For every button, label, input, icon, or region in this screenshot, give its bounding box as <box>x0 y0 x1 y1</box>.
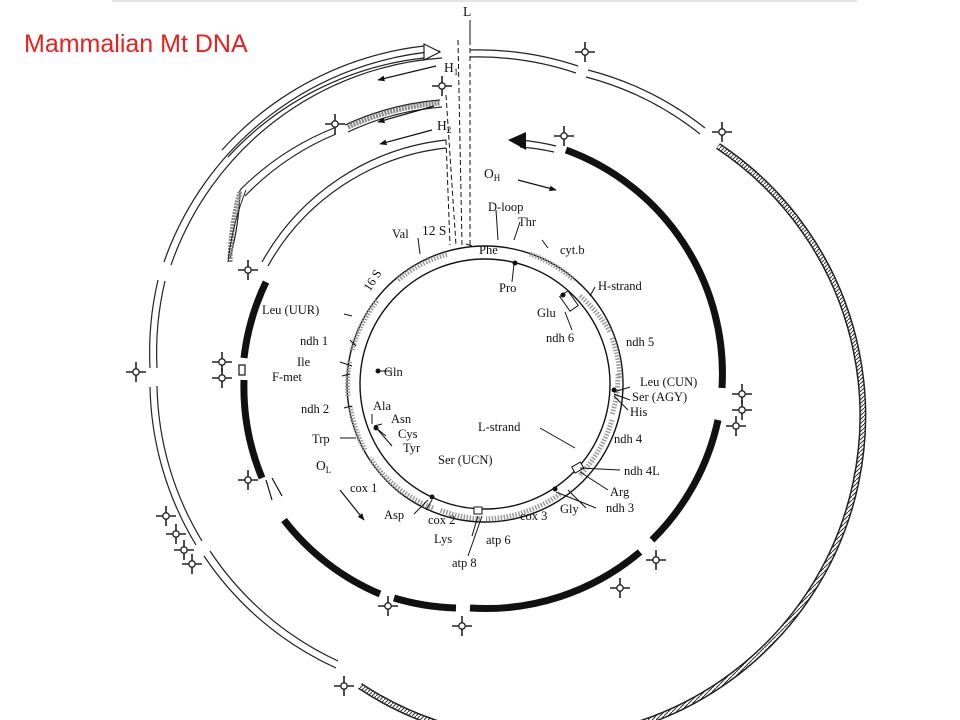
gene-blocks <box>345 251 623 522</box>
gene-lys: Lys <box>434 532 452 546</box>
gene-glu: Glu <box>537 306 557 320</box>
gene-12s: 12 S <box>422 223 446 238</box>
outer-transcript-ring <box>149 49 706 669</box>
gene-ndh6: ndh 6 <box>546 331 574 345</box>
gene-pro: Pro <box>499 281 516 295</box>
gene-ile: Ile <box>297 355 311 369</box>
gene-ndh4: ndh 4 <box>614 432 643 446</box>
gene-ser-ucn: Ser (UCN) <box>438 453 493 467</box>
gene-cox1: cox 1 <box>350 481 377 495</box>
marker-h2: H2 <box>437 118 451 135</box>
outer-arrow-head <box>423 43 442 61</box>
origin-dashed-lines <box>445 20 471 246</box>
h-strand-transcript-ring <box>240 146 726 613</box>
gene-16s: 16 S <box>361 267 385 294</box>
gene-ser-agy: Ser (AGY) <box>632 390 687 404</box>
gene-cys: Cys <box>398 427 418 441</box>
gene-val: Val <box>392 227 409 241</box>
gene-cox2: cox 2 <box>428 513 455 527</box>
gene-labels: D-loop Thr cyt.b Phe Pro Glu ndh 6 ndh 5… <box>262 200 697 570</box>
gene-leu-uur: Leu (UUR) <box>262 303 319 317</box>
marker-h1: H1 <box>444 60 458 77</box>
l-strand-label: L-strand <box>478 420 521 434</box>
top-rule <box>112 0 857 2</box>
gene-d-loop: D-loop <box>488 200 523 214</box>
gene-ndh5: ndh 5 <box>626 335 654 349</box>
gene-asp: Asp <box>384 508 404 522</box>
gene-leu-cun: Leu (CUN) <box>640 375 697 389</box>
gene-phe: Phe <box>479 243 498 257</box>
transcription-arrows <box>339 65 557 521</box>
gene-fmet: F-met <box>272 370 302 384</box>
gene-ndh2: ndh 2 <box>301 402 329 416</box>
gene-tyr: Tyr <box>403 441 421 455</box>
gene-ndh1: ndh 1 <box>300 334 328 348</box>
restriction-site-icons <box>125 41 753 697</box>
h-strand-label: H-strand <box>598 279 642 293</box>
marker-ol: OL <box>316 458 331 475</box>
gene-asn: Asn <box>391 412 412 426</box>
gene-trp: Trp <box>312 432 330 446</box>
gene-atp6: atp 6 <box>486 533 511 547</box>
gene-cytb: cyt.b <box>560 243 585 257</box>
gene-ndh4l: ndh 4L <box>624 464 660 478</box>
gene-gln: Gln <box>384 365 404 379</box>
marker-l: L <box>463 4 471 19</box>
oh-big-arrow <box>508 132 526 150</box>
gene-thr: Thr <box>518 215 537 229</box>
genome-inner-circle <box>359 258 611 510</box>
strand-markers: L H1 H2 OH OL H-strand L-strand <box>316 4 642 475</box>
gene-ndh3: ndh 3 <box>606 501 634 515</box>
gene-gly: Gly <box>560 502 580 516</box>
h2-transcript <box>261 139 447 263</box>
gene-ala: Ala <box>373 399 392 413</box>
leader-lines <box>339 209 631 557</box>
gene-cox3: cox 3 <box>520 509 547 523</box>
marker-oh: OH <box>484 166 501 183</box>
gene-atp8: atp 8 <box>452 556 477 570</box>
gene-arg: Arg <box>610 485 630 499</box>
gene-his: His <box>630 405 648 419</box>
slide-title: Mammalian Mt DNA <box>24 30 248 58</box>
h1-stipple-pieces <box>346 100 441 130</box>
